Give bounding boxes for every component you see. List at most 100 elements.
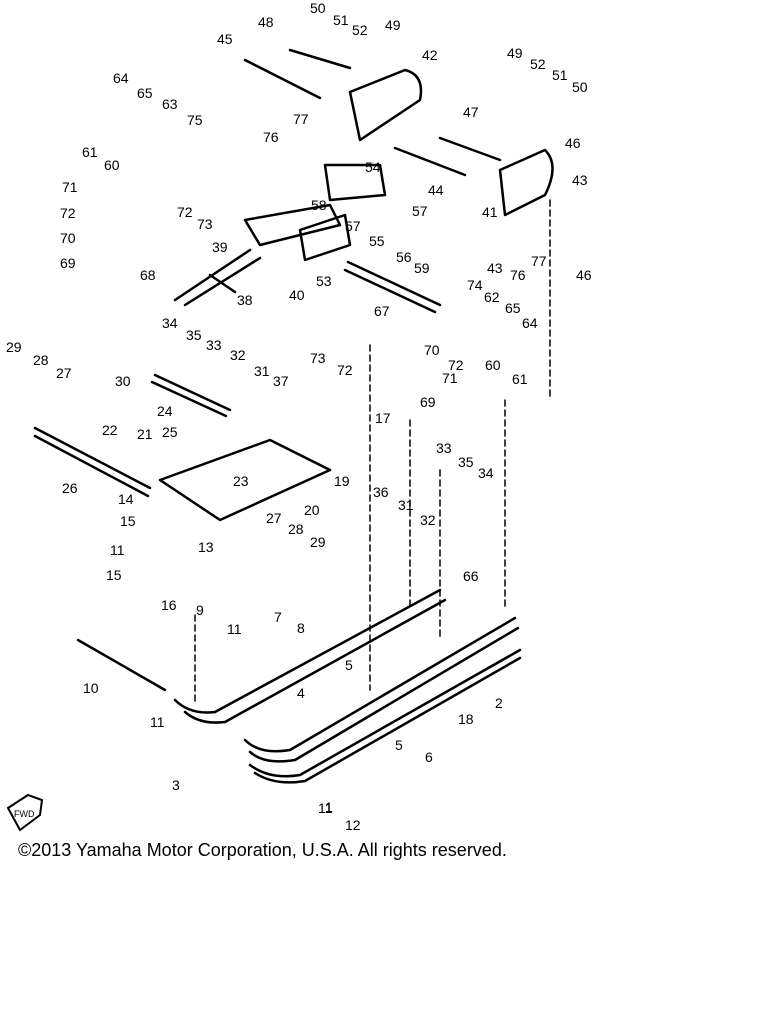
callout-27: 27 <box>56 365 72 381</box>
callout-20: 20 <box>304 502 320 518</box>
callout-11: 11 <box>227 621 242 637</box>
callout-29: 29 <box>6 339 22 355</box>
frame-20 <box>158 438 332 522</box>
callout-32: 32 <box>230 347 246 363</box>
callout-56: 56 <box>396 249 412 265</box>
callout-30: 30 <box>115 373 131 389</box>
callout-73: 73 <box>197 216 213 232</box>
callout-44: 44 <box>428 182 444 198</box>
callout-40: 40 <box>289 287 305 303</box>
callout-labels: 1234556789101111111112131415151617181920… <box>6 0 592 833</box>
callout-3: 3 <box>172 777 180 793</box>
fwd-label: FWD <box>14 809 35 819</box>
callout-58: 58 <box>311 197 327 213</box>
callout-61: 61 <box>82 144 98 160</box>
callout-65: 65 <box>137 85 153 101</box>
callout-37: 37 <box>273 373 289 389</box>
callout-51: 51 <box>552 67 568 83</box>
callout-31: 31 <box>254 363 270 379</box>
callout-34: 34 <box>162 315 178 331</box>
copyright-notice: ©2013 Yamaha Motor Corporation, U.S.A. A… <box>18 840 507 860</box>
callout-11: 11 <box>110 542 125 558</box>
callout-35: 35 <box>186 327 202 343</box>
callout-72: 72 <box>177 204 193 220</box>
callout-77: 77 <box>531 253 547 269</box>
callout-15: 15 <box>120 513 136 529</box>
callout-2: 2 <box>495 695 503 711</box>
callout-76: 76 <box>263 129 279 145</box>
callout-49: 49 <box>385 17 401 33</box>
callout-29: 29 <box>310 534 326 550</box>
callout-24: 24 <box>157 403 173 419</box>
callout-74: 74 <box>467 277 483 293</box>
callout-57: 57 <box>412 203 428 219</box>
callout-36: 36 <box>373 484 389 500</box>
callout-6: 6 <box>425 749 433 765</box>
callout-71: 71 <box>442 370 458 386</box>
callout-73: 73 <box>310 350 326 366</box>
callout-11: 11 <box>150 714 165 730</box>
shock-38 <box>173 248 262 307</box>
callout-43: 43 <box>487 260 503 276</box>
callout-65: 65 <box>505 300 521 316</box>
callout-66: 66 <box>463 568 479 584</box>
callout-70: 70 <box>60 230 76 246</box>
bracket-42 <box>348 68 423 142</box>
callout-52: 52 <box>530 56 546 72</box>
callout-8: 8 <box>297 620 305 636</box>
callout-63: 63 <box>162 96 178 112</box>
callout-33: 33 <box>436 440 452 456</box>
callout-67: 67 <box>374 303 390 319</box>
callout-38: 38 <box>237 292 253 308</box>
callout-59: 59 <box>414 260 430 276</box>
callout-25: 25 <box>162 424 178 440</box>
shaft-26 <box>33 426 152 490</box>
callout-5: 5 <box>345 657 353 673</box>
callout-51: 51 <box>333 12 349 28</box>
callout-7: 7 <box>274 609 282 625</box>
callout-32: 32 <box>420 512 436 528</box>
callout-64: 64 <box>522 315 538 331</box>
callout-15: 15 <box>106 567 122 583</box>
callout-10: 10 <box>83 680 99 696</box>
callout-48: 48 <box>258 14 274 30</box>
callout-45: 45 <box>217 31 233 47</box>
callout-12: 12 <box>345 817 361 833</box>
parts-diagram: FWD 123455678910111111111213141515161718… <box>6 0 592 833</box>
callout-62: 62 <box>484 289 500 305</box>
callout-50: 50 <box>572 79 588 95</box>
callout-49: 49 <box>507 45 523 61</box>
callout-47: 47 <box>463 104 479 120</box>
callout-13: 13 <box>198 539 214 555</box>
callout-76: 76 <box>510 267 526 283</box>
callout-43: 43 <box>572 172 588 188</box>
callout-72: 72 <box>448 357 464 373</box>
callout-9: 9 <box>196 602 204 618</box>
callout-5: 5 <box>395 737 403 753</box>
callout-18: 18 <box>458 711 474 727</box>
callout-46: 46 <box>565 135 581 151</box>
ski-right <box>243 616 517 753</box>
callout-41: 41 <box>482 204 498 220</box>
bracket-41 <box>498 148 554 217</box>
callout-55: 55 <box>369 233 385 249</box>
callout-70: 70 <box>424 342 440 358</box>
callout-22: 22 <box>102 422 118 438</box>
callout-27: 27 <box>266 510 282 526</box>
callout-68: 68 <box>140 267 156 283</box>
callout-19: 19 <box>334 473 350 489</box>
callout-57: 57 <box>345 218 361 234</box>
callout-31: 31 <box>398 497 414 513</box>
callout-28: 28 <box>33 352 49 368</box>
callout-34: 34 <box>478 465 494 481</box>
callout-75: 75 <box>187 112 203 128</box>
callout-54: 54 <box>365 159 381 175</box>
callout-72: 72 <box>60 205 76 221</box>
callout-39: 39 <box>212 239 228 255</box>
callout-64: 64 <box>113 70 129 86</box>
callout-16: 16 <box>161 597 177 613</box>
shaft-45 <box>243 58 322 100</box>
callout-72: 72 <box>337 362 353 378</box>
callout-28: 28 <box>288 521 304 537</box>
callout-35: 35 <box>458 454 474 470</box>
